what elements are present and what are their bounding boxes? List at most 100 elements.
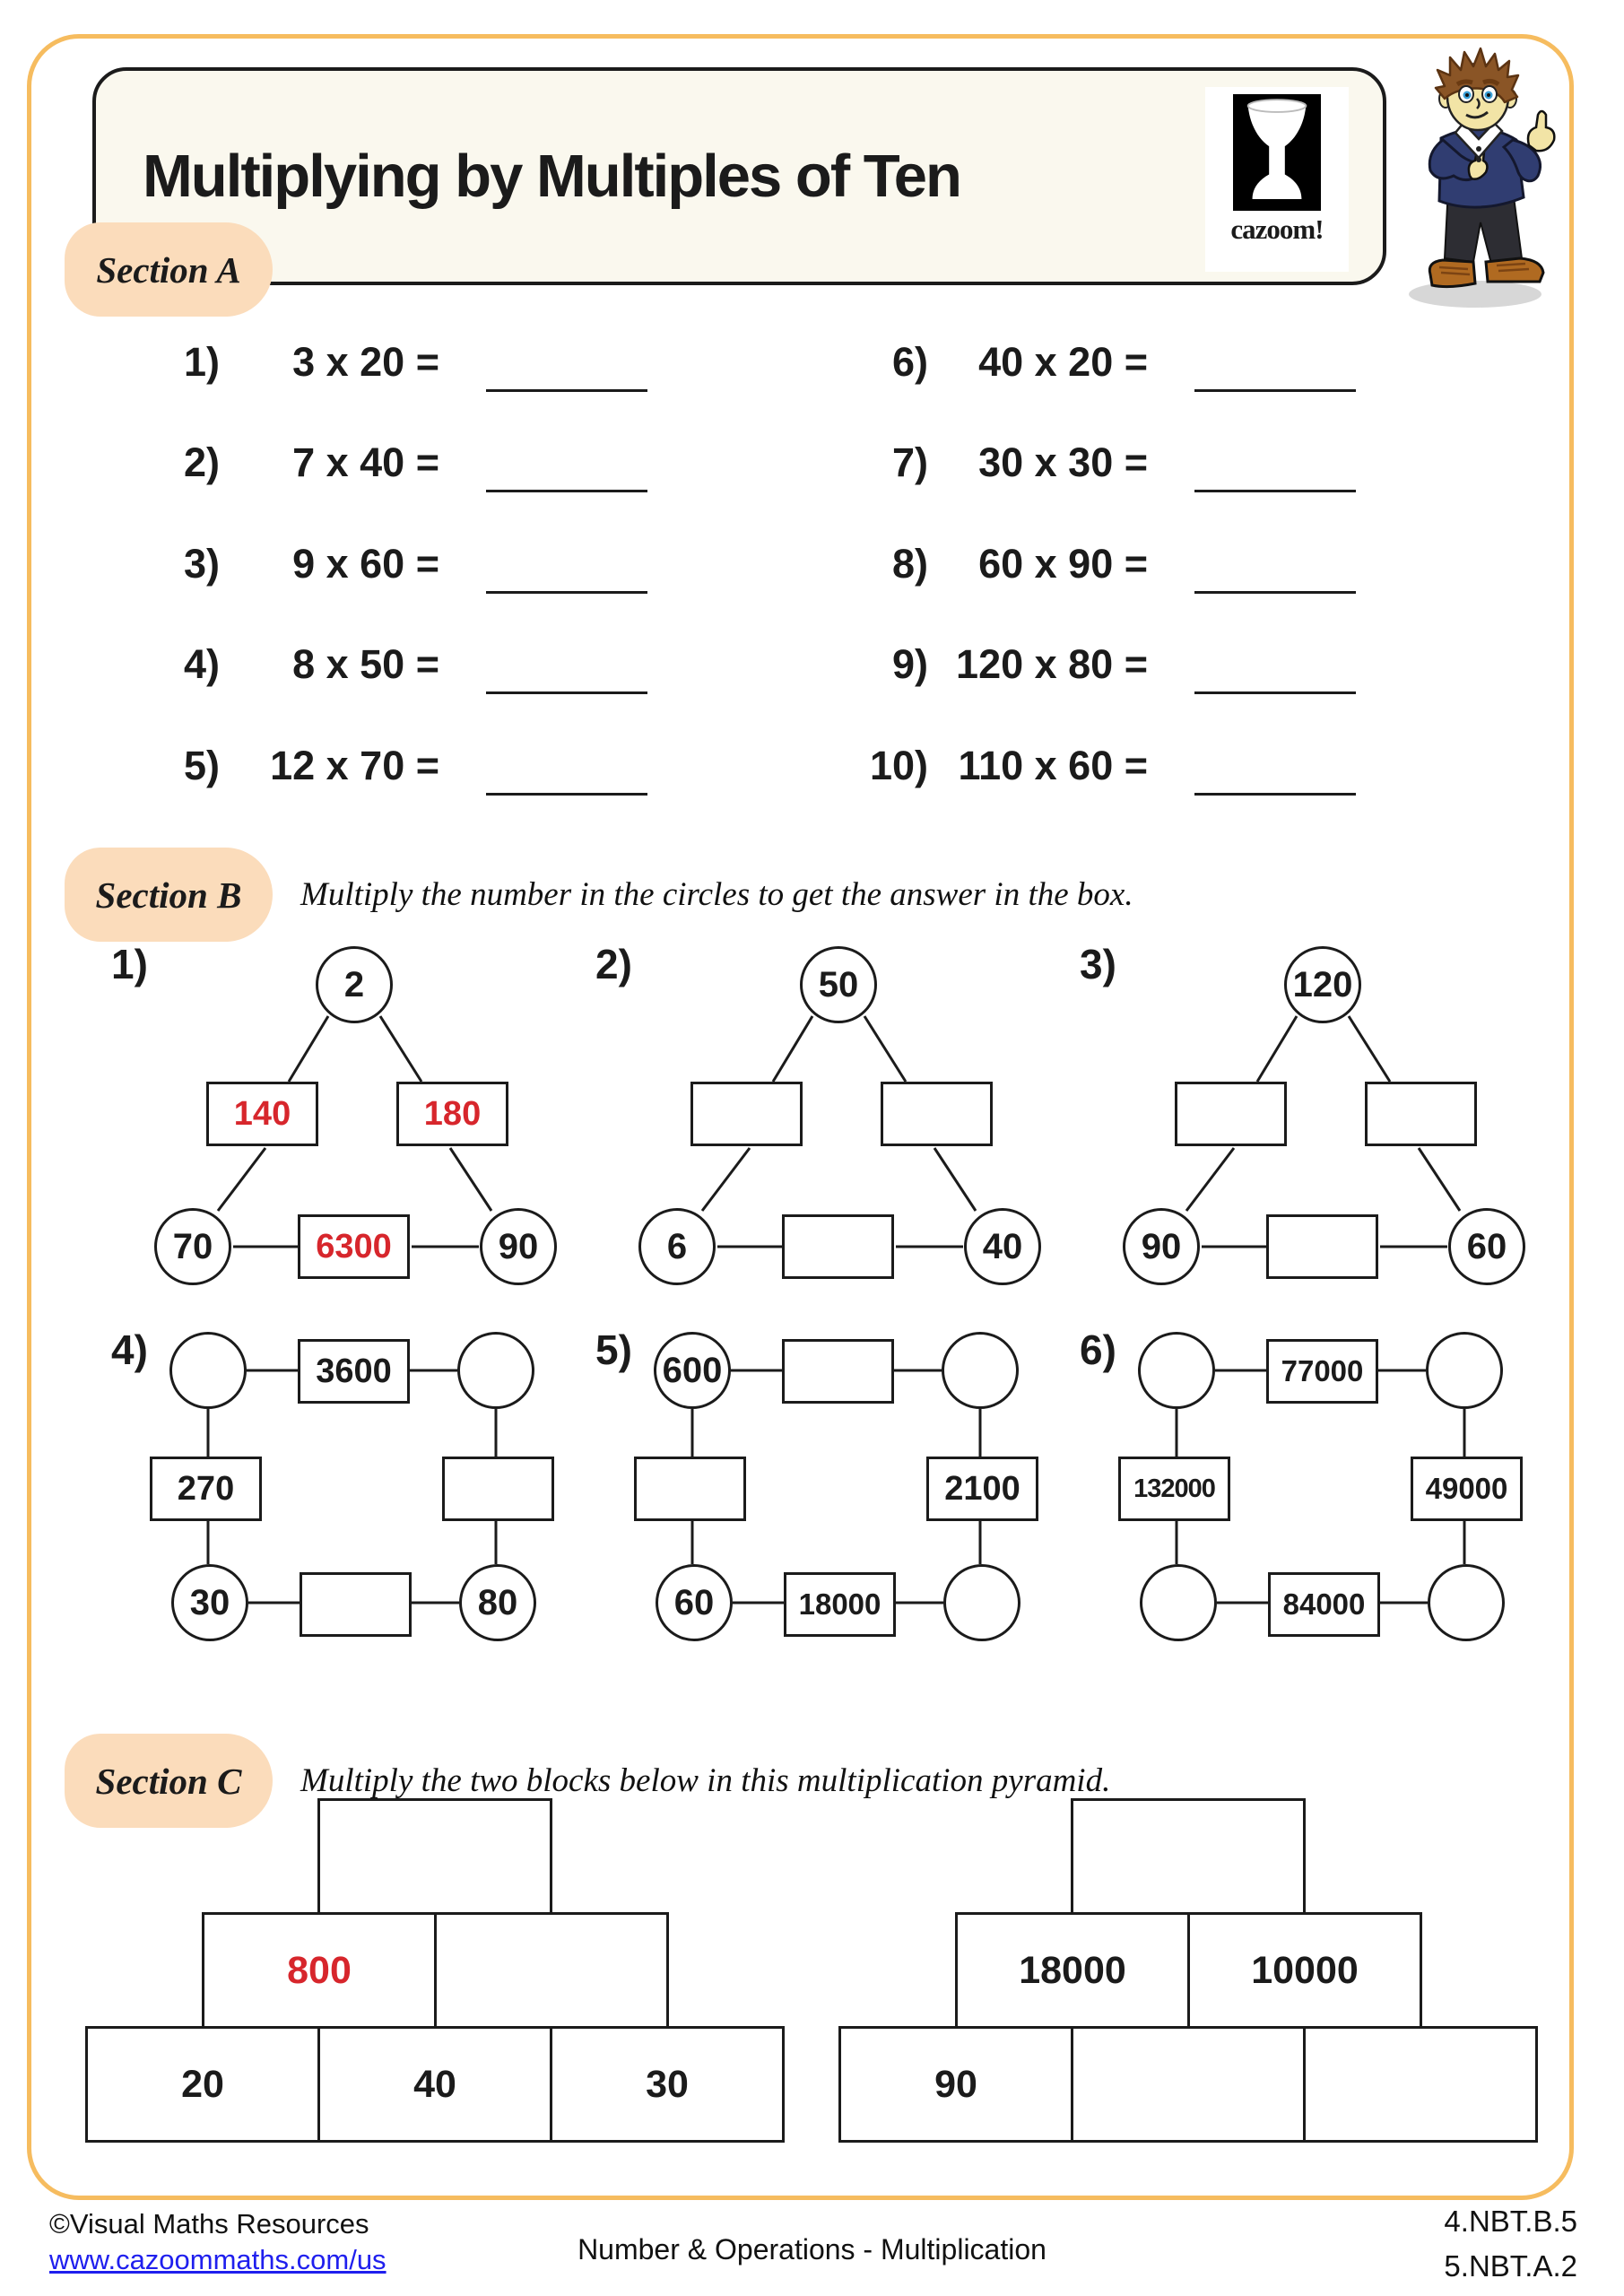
copyright-text: ©Visual Maths Resources (49, 2208, 369, 2239)
problem-row-4: 4) 8 x 50 = (126, 641, 647, 694)
factor-circle (1428, 1564, 1505, 1641)
answer-box: 77000 (1266, 1339, 1378, 1404)
factor-circle (1138, 1332, 1215, 1409)
pyramid-cell (317, 1798, 552, 1915)
problem-number: 4) (183, 641, 220, 687)
factor-circle: 90 (1123, 1208, 1200, 1285)
square-diagram-6: 6) 77000 132000 49000 84000 (1067, 1326, 1556, 1689)
problem-number: 5) (183, 743, 220, 788)
drum-icon (1233, 94, 1321, 211)
factor-circle: 80 (459, 1564, 536, 1641)
diagram-number: 5) (595, 1326, 632, 1373)
connector-lines (206, 1369, 498, 1605)
problem-expression: 8 x 50 = (292, 641, 439, 687)
pyramid-cell: 20 (85, 2026, 320, 2143)
problem-expression: 40 x 20 = (978, 339, 1148, 385)
problem-row-8: 8) 60 x 90 = (834, 541, 1356, 594)
standard-code-2: 5.NBT.A.2 (1444, 2249, 1577, 2283)
pyramid-cell (434, 1912, 669, 2029)
answer-box: 270 (150, 1457, 262, 1521)
answer-blank (486, 564, 647, 594)
pyramid-cell (1071, 2026, 1306, 2143)
section-b-label: Section B (65, 848, 273, 942)
connector-lines (1175, 1369, 1466, 1605)
diagram-number: 4) (111, 1326, 148, 1373)
factor-circle (942, 1332, 1019, 1409)
diagram-number: 6) (1080, 1326, 1116, 1373)
problem-number: 9) (891, 641, 928, 687)
pyramid-cell: 30 (550, 2026, 785, 2143)
square-diagram-4: 4) 3600 270 30 80 (99, 1326, 587, 1689)
problem-number: 10) (869, 743, 928, 788)
answer-box (782, 1339, 894, 1404)
problem-row-7: 7) 30 x 30 = (834, 439, 1356, 492)
factor-circle: 30 (171, 1564, 248, 1641)
factor-circle: 6 (638, 1208, 716, 1285)
triangle-diagram-2: 2) 50 6 40 (583, 940, 1072, 1303)
factor-circle: 600 (654, 1332, 731, 1409)
problem-row-5: 5) 12 x 70 = (126, 743, 647, 796)
problem-row-6: 6) 40 x 20 = (834, 339, 1356, 392)
factor-circle: 2 (316, 946, 393, 1023)
answer-blank (486, 362, 647, 392)
answer-box: 6300 (298, 1214, 410, 1279)
answer-blank (1194, 766, 1356, 796)
connector-lines (216, 1015, 493, 1248)
diagram-number: 3) (1080, 941, 1116, 987)
cazoommaths-link[interactable]: www.cazoommaths.com/us (49, 2244, 386, 2275)
section-c-label: Section C (65, 1734, 273, 1828)
pyramid-cell: 10000 (1187, 1912, 1422, 2029)
answer-box (782, 1214, 894, 1279)
factor-circle: 60 (1448, 1208, 1525, 1285)
answer-box (1365, 1082, 1477, 1146)
standard-code-1: 4.NBT.B.5 (1444, 2205, 1577, 2238)
cazoom-logo: cazoom! (1205, 87, 1349, 272)
connector-lines (690, 1369, 982, 1605)
answer-blank (1194, 564, 1356, 594)
footer-topic: Number & Operations - Multiplication (578, 2233, 1046, 2266)
problem-row-3: 3) 9 x 60 = (126, 541, 647, 594)
answer-box (1175, 1082, 1287, 1146)
logo-wordmark: cazoom! (1230, 213, 1324, 245)
problem-number: 3) (183, 541, 220, 587)
factor-circle: 40 (964, 1208, 1041, 1285)
worksheet-border (27, 34, 1574, 2200)
connector-lines (700, 1015, 977, 1248)
pyramid-cell: 40 (317, 2026, 552, 2143)
answer-box: 140 (206, 1082, 318, 1146)
answer-blank (1194, 362, 1356, 392)
problem-row-9: 9) 120 x 80 = (834, 641, 1356, 694)
answer-blank (1194, 665, 1356, 694)
section-b-instruction: Multiply the number in the circles to ge… (300, 876, 1133, 913)
problem-expression: 3 x 20 = (292, 339, 439, 385)
factor-circle: 70 (154, 1208, 231, 1285)
problem-number: 1) (183, 339, 220, 385)
answer-box: 49000 (1411, 1457, 1523, 1521)
answer-box (442, 1457, 554, 1521)
factor-circle (169, 1332, 247, 1409)
problem-row-10: 10) 110 x 60 = (834, 743, 1356, 796)
triangle-diagram-3: 3) 120 90 60 (1067, 940, 1556, 1303)
problem-expression: 120 x 80 = (956, 641, 1148, 687)
pyramid-cell (1303, 2026, 1538, 2143)
problem-expression: 9 x 60 = (292, 541, 439, 587)
answer-box: 2100 (926, 1457, 1038, 1521)
problem-number: 6) (891, 339, 928, 385)
problem-number: 8) (891, 541, 928, 587)
problem-expression: 110 x 60 = (958, 743, 1148, 788)
square-diagram-5: 5) 600 2100 60 18000 (583, 1326, 1072, 1689)
factor-circle (943, 1564, 1020, 1641)
mascot-boy-illustration (1385, 47, 1574, 320)
factor-circle: 90 (480, 1208, 557, 1285)
factor-circle (1140, 1564, 1217, 1641)
problem-number: 7) (891, 439, 928, 485)
factor-circle (457, 1332, 534, 1409)
answer-blank (486, 766, 647, 796)
page-title: Multiplying by Multiples of Ten (143, 143, 962, 210)
worksheet-title-box: Multiplying by Multiples of Ten cazoom! (92, 67, 1386, 285)
pyramid-cell: 18000 (955, 1912, 1190, 2029)
multiplication-pyramid-1: 800 20 40 30 (85, 1798, 794, 2148)
pyramid-cell: 800 (202, 1912, 437, 2029)
section-a-label: Section A (65, 222, 273, 317)
answer-blank (486, 665, 647, 694)
